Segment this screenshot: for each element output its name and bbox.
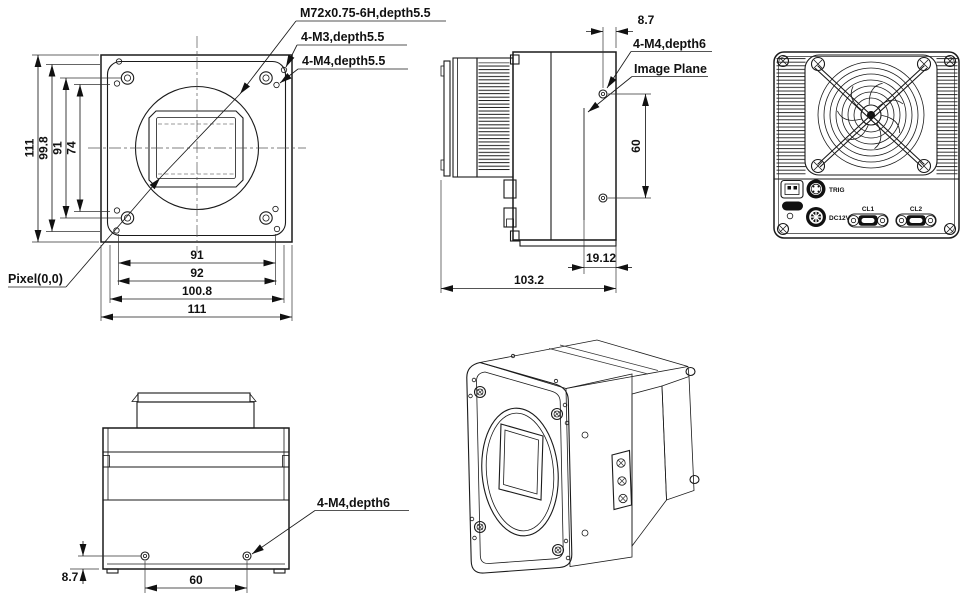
bottom-view: 8.7 60 4-M4,depth6 — [62, 392, 409, 593]
bottom-screw-hole-left — [140, 551, 150, 561]
callout-side-m4: 4-M4,depth6 — [633, 37, 706, 51]
callout-m3-holes: 4-M3,depth5.5 — [301, 30, 384, 44]
trig-label: TRIG — [829, 187, 845, 194]
callout-image-plane: Image Plane — [634, 62, 707, 76]
back-corner-screws — [776, 54, 957, 236]
io-panel: TRIG DC12V CL1 — [780, 179, 937, 228]
side-dim-103-2: 103.2 — [440, 180, 616, 293]
fan-housing-side — [452, 57, 478, 178]
dim-height-74: 74 — [65, 141, 79, 155]
dim-height-99-8: 99.8 — [37, 136, 51, 160]
dim-width-91: 91 — [190, 248, 204, 262]
usb-connector — [780, 179, 804, 199]
iso-front-screws — [468, 377, 571, 561]
svg-text:19.12: 19.12 — [586, 251, 616, 265]
centerlines — [88, 36, 306, 252]
front-bottom-dimensions: 91 92 100.8 111 — [100, 234, 293, 321]
front-callout-leaders — [8, 20, 446, 288]
dim-height-91: 91 — [51, 141, 65, 155]
heatsink-side — [476, 57, 514, 178]
iso-view — [466, 339, 700, 574]
fan-guard-braces — [814, 65, 928, 168]
cl2-label: CL2 — [910, 206, 923, 213]
iso-side-plate — [611, 449, 633, 511]
callout-pixel-origin: Pixel(0,0) — [8, 272, 63, 286]
front-corner-screws — [113, 58, 288, 234]
fan-screws — [810, 56, 932, 174]
side-screw-hole-top — [598, 89, 608, 99]
dim-width-overall: 111 — [188, 302, 207, 316]
back-view: TRIG DC12V CL1 — [773, 51, 960, 239]
heatsink-fins-left — [776, 57, 806, 176]
status-led — [786, 212, 794, 220]
fan — [804, 54, 938, 176]
dc12v-connector — [806, 207, 826, 227]
iso-heatsink — [631, 366, 700, 548]
side-callouts: 4-M4,depth6 Image Plane — [587, 37, 712, 113]
dim-width-92: 92 — [190, 266, 204, 280]
dim-height-overall: 111 — [23, 138, 37, 157]
bottom-screw-hole-right — [242, 551, 252, 561]
front-view: M72x0.75-6H,depth5.5 4-M3,depth5.5 4-M4,… — [8, 6, 446, 321]
rear-cover-side — [443, 60, 451, 177]
svg-text:60: 60 — [629, 139, 643, 153]
svg-text:8.7: 8.7 — [638, 13, 655, 27]
front-left-dimensions: 111 99.8 91 74 — [23, 54, 121, 243]
dc12v-label: DC12V — [829, 215, 851, 222]
iso-side-face — [565, 373, 633, 567]
side-view: 8.7 4-M4,depth6 Image Plane 60 19.12 103… — [440, 13, 712, 293]
svg-text:8.7: 8.7 — [62, 570, 79, 584]
iso-sensor — [498, 423, 544, 501]
cl1-label: CL1 — [862, 206, 875, 213]
iso-top-face — [479, 339, 689, 389]
svg-text:60: 60 — [189, 573, 203, 587]
iso-front-plate — [466, 361, 573, 574]
bottom-dim-60: 60 — [144, 561, 248, 593]
side-dim-8-7: 8.7 — [586, 13, 655, 88]
callout-m4-holes: 4-M4,depth5.5 — [302, 54, 385, 68]
trig-connector — [806, 179, 826, 199]
side-dim-19-12: 19.12 — [568, 246, 632, 293]
side-dim-60: 60 — [608, 93, 651, 199]
bottom-callout-m4: 4-M4,depth6 — [251, 496, 409, 555]
iso-lens-mount — [481, 407, 559, 537]
dim-width-100-8: 100.8 — [182, 284, 212, 298]
callout-mount-thread: M72x0.75-6H,depth5.5 — [300, 6, 431, 20]
cl1-connector — [847, 213, 889, 228]
slot — [782, 201, 803, 211]
svg-text:103.2: 103.2 — [514, 273, 544, 287]
sensor-outline — [148, 110, 244, 188]
heatsink-fins-right — [936, 57, 958, 176]
side-screw-hole-bottom — [598, 193, 608, 203]
svg-text:4-M4,depth6: 4-M4,depth6 — [317, 496, 390, 510]
bottom-dim-8-7: 8.7 — [62, 541, 141, 584]
cl2-connector — [895, 213, 937, 228]
